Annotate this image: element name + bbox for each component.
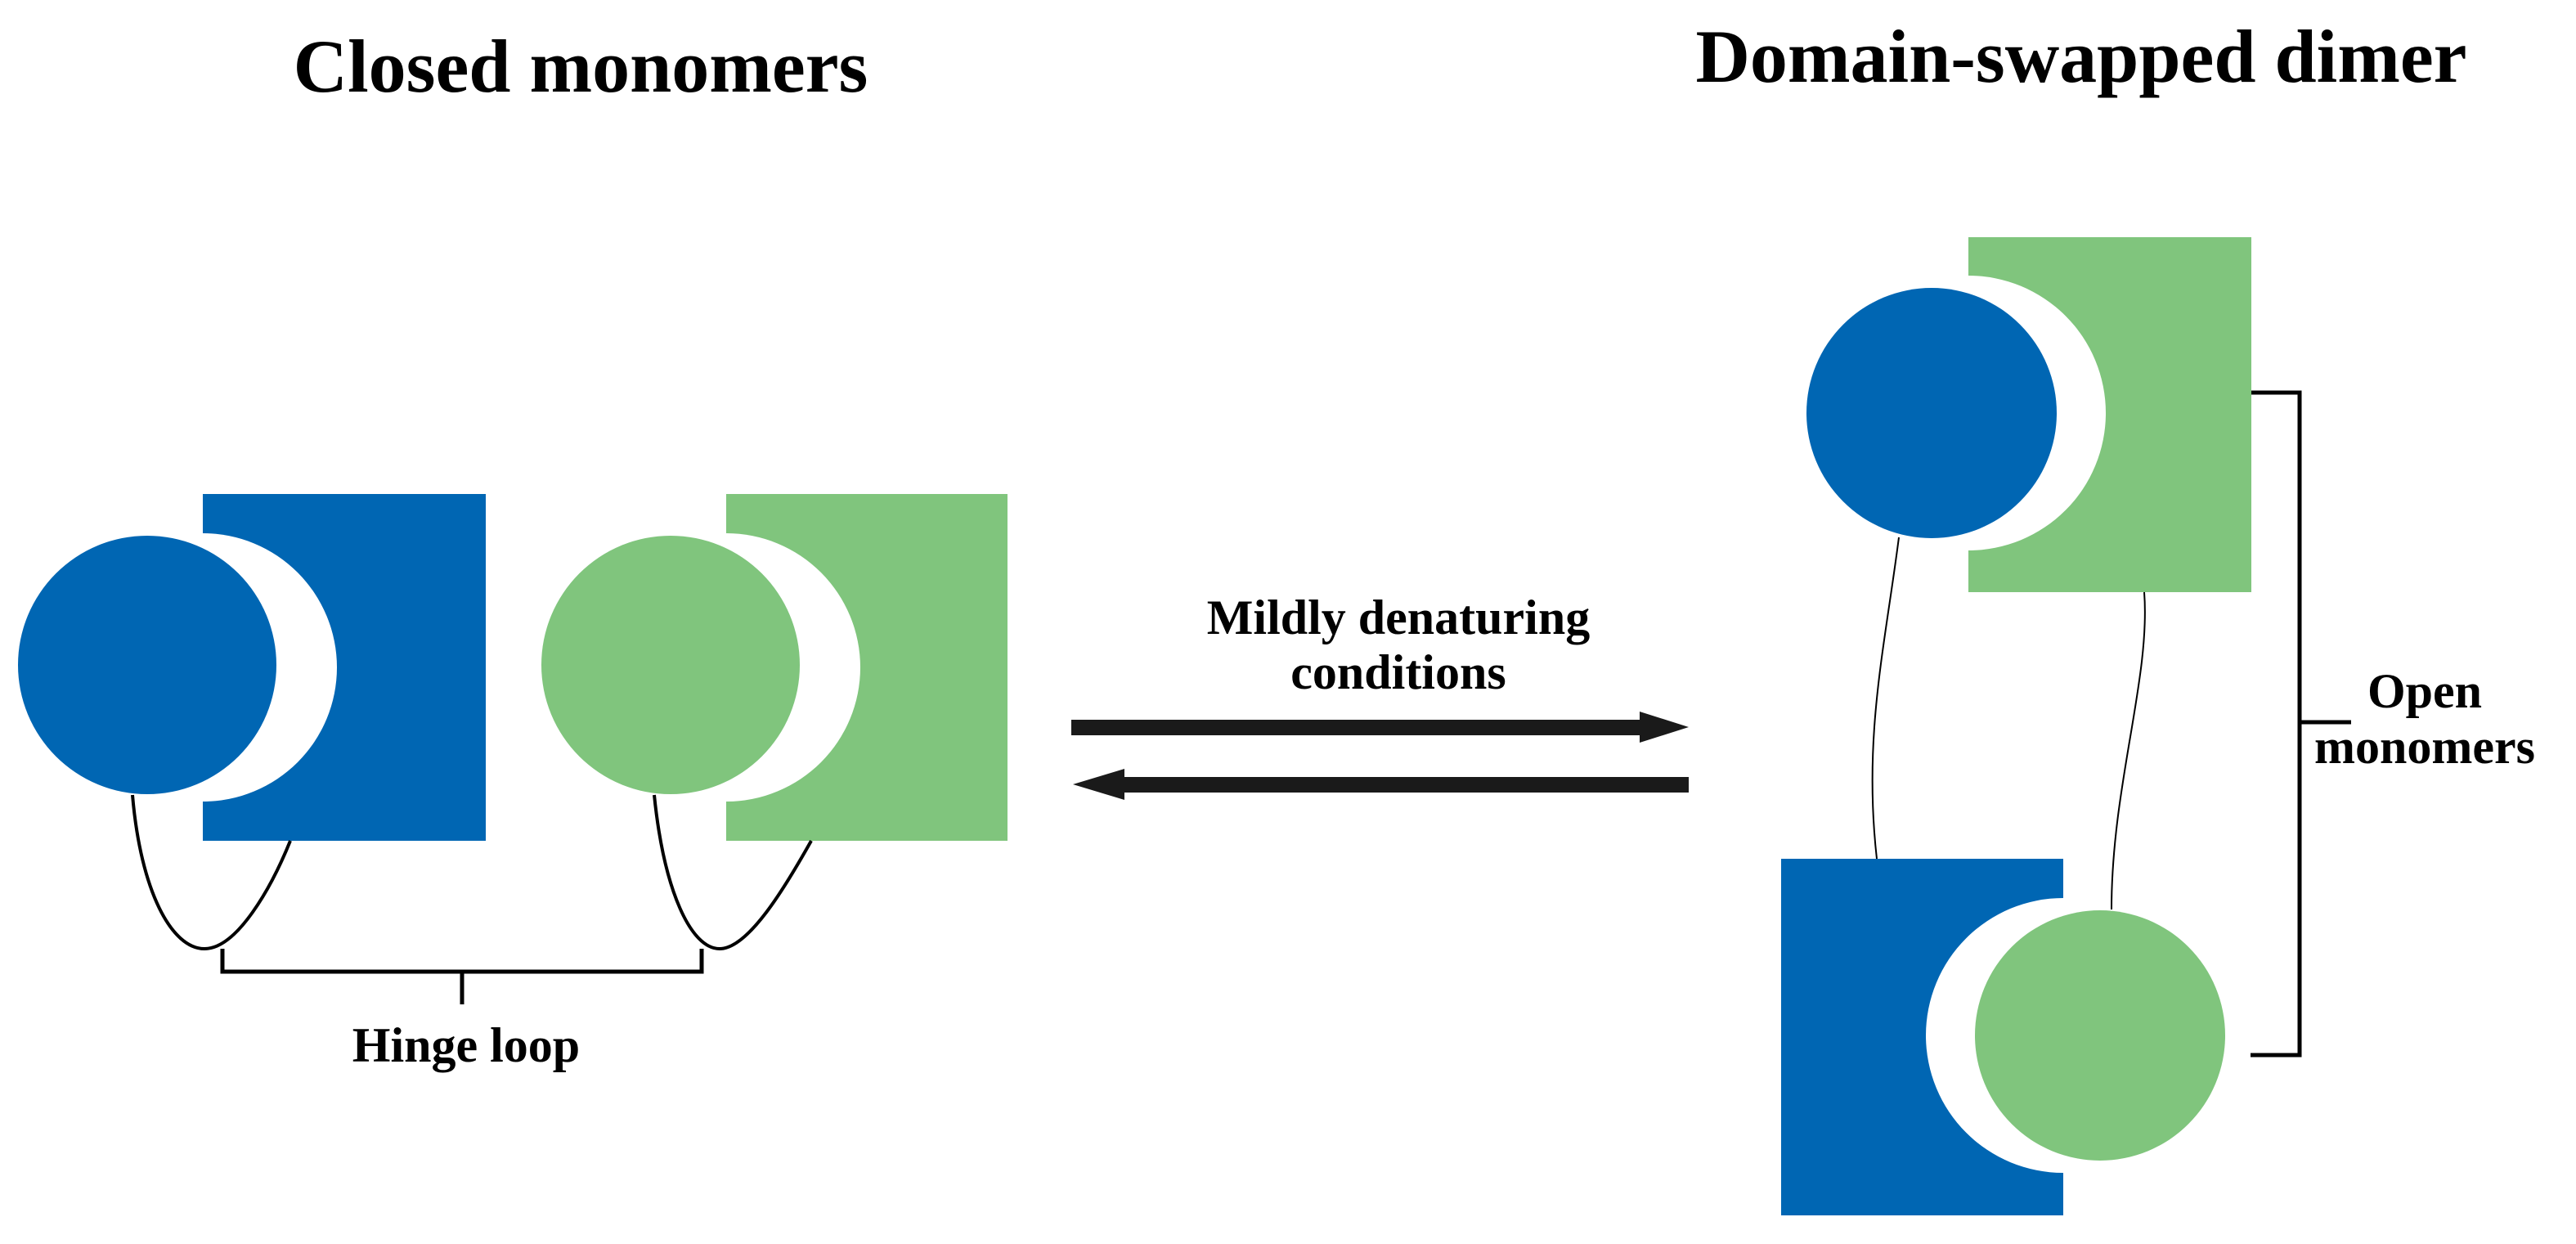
- equilibrium-arrows: [1071, 712, 1689, 800]
- open-monomers-bracket: [2251, 390, 2351, 1058]
- condition-label-line2: conditions: [1290, 645, 1506, 699]
- open-monomers-label-line1: Open: [2367, 664, 2482, 718]
- dimer-linker-blue: [1871, 537, 1900, 860]
- forward-arrow-shaft: [1071, 720, 1644, 735]
- dimer-green-circle: [1975, 910, 2225, 1161]
- hinge-loop-label: Hinge loop: [352, 1018, 580, 1072]
- forward-arrow-head: [1640, 712, 1689, 743]
- hinge-loop-bracket: [220, 949, 704, 1004]
- title-domain-swapped-dimer: Domain-swapped dimer: [1695, 15, 2466, 98]
- blue-circle-domain: [18, 536, 276, 794]
- dimer-linker-green: [2111, 591, 2146, 910]
- condition-label-line1: Mildly denaturing: [1207, 591, 1590, 644]
- hinge-loop-blue: [131, 794, 292, 951]
- reverse-arrow-shaft: [1120, 777, 1689, 793]
- title-closed-monomers: Closed monomers: [294, 25, 868, 108]
- dimer-blue-circle: [1806, 288, 2057, 538]
- hinge-loop-green: [653, 794, 813, 951]
- closed-monomer-blue: [18, 494, 486, 951]
- green-circle-domain: [541, 536, 800, 794]
- closed-monomer-green: [541, 494, 1008, 951]
- domain-swapped-dimer: [1781, 237, 2251, 1215]
- open-monomers-label-line2: monomers: [2314, 720, 2535, 774]
- reverse-arrow-head: [1073, 769, 1124, 800]
